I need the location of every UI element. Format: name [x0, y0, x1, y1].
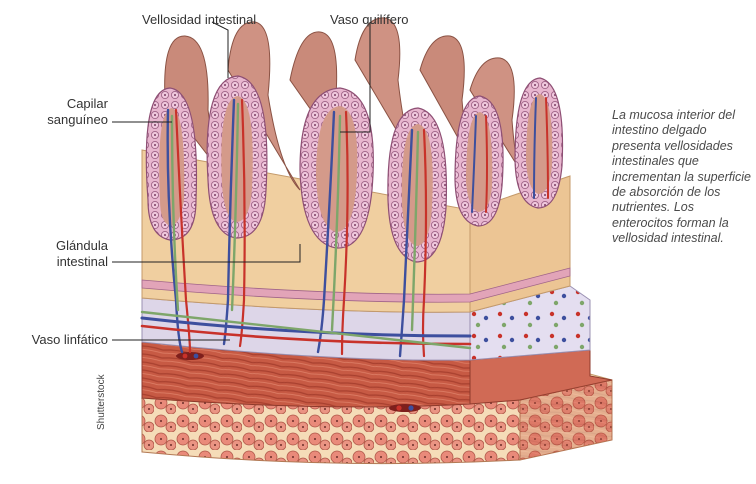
label-gland: Glándula intestinal	[30, 238, 108, 270]
caption-text: La mucosa interior del intestino delgado…	[612, 108, 752, 247]
image-credit: Shutterstock	[96, 374, 107, 430]
label-capillary-line1: Capilar	[30, 96, 108, 112]
serosa-layer	[142, 398, 520, 464]
label-lacteal: Vaso quilífero	[330, 12, 409, 28]
label-lymph-vessel: Vaso linfático	[8, 332, 108, 348]
label-capillary: Capilar sanguíneo	[30, 96, 108, 128]
label-villus: Vellosidad intestinal	[142, 12, 256, 28]
label-capillary-line2: sanguíneo	[30, 112, 108, 128]
label-gland-line2: intestinal	[30, 254, 108, 270]
label-gland-line1: Glándula	[30, 238, 108, 254]
villus-leader	[212, 22, 228, 78]
